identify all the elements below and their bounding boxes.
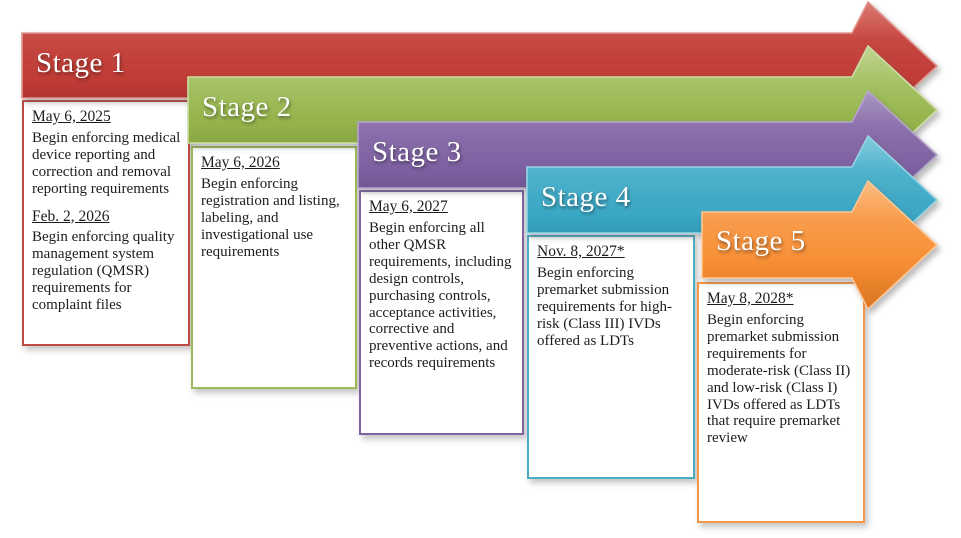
stage-5-label: Stage 5	[716, 225, 806, 257]
stage-4-card: Nov. 8, 2027* Begin enforcing premarket …	[527, 235, 695, 479]
stage-5-card: May 8, 2028* Begin enforcing premarket s…	[697, 282, 865, 523]
stage-4-text: Begin enforcing premarket submission req…	[537, 264, 672, 349]
stage-1-label: Stage 1	[36, 47, 126, 79]
stage-1-date-1: May 6, 2025	[32, 108, 111, 125]
stage-5-date: May 8, 2028*	[707, 290, 794, 307]
stage-2-date: May 6, 2026	[201, 154, 280, 171]
stage-3-card: May 6, 2027 Begin enforcing all other QM…	[359, 190, 524, 435]
stage-4-label: Stage 4	[541, 181, 631, 213]
stage-1-text-1: Begin enforcing medical device reporting…	[32, 129, 181, 197]
stage-3-label: Stage 3	[372, 136, 462, 168]
stage-2-text: Begin enforcing registration and listing…	[201, 175, 340, 260]
stage-1-text-2: Begin enforcing quality management syste…	[32, 229, 175, 314]
stage-5-text: Begin enforcing premarket submission req…	[707, 311, 851, 447]
stage-1-card: May 6, 2025 Begin enforcing medical devi…	[22, 100, 190, 346]
stage-2-card: May 6, 2026 Begin enforcing registration…	[191, 146, 357, 389]
stage-1-date-2: Feb. 2, 2026	[32, 207, 110, 225]
stage-2-label: Stage 2	[202, 91, 292, 123]
stage-4-date: Nov. 8, 2027*	[537, 243, 625, 260]
stage-3-date: May 6, 2027	[369, 198, 448, 215]
stage-3-text: Begin enforcing all other QMSR requireme…	[369, 219, 512, 372]
